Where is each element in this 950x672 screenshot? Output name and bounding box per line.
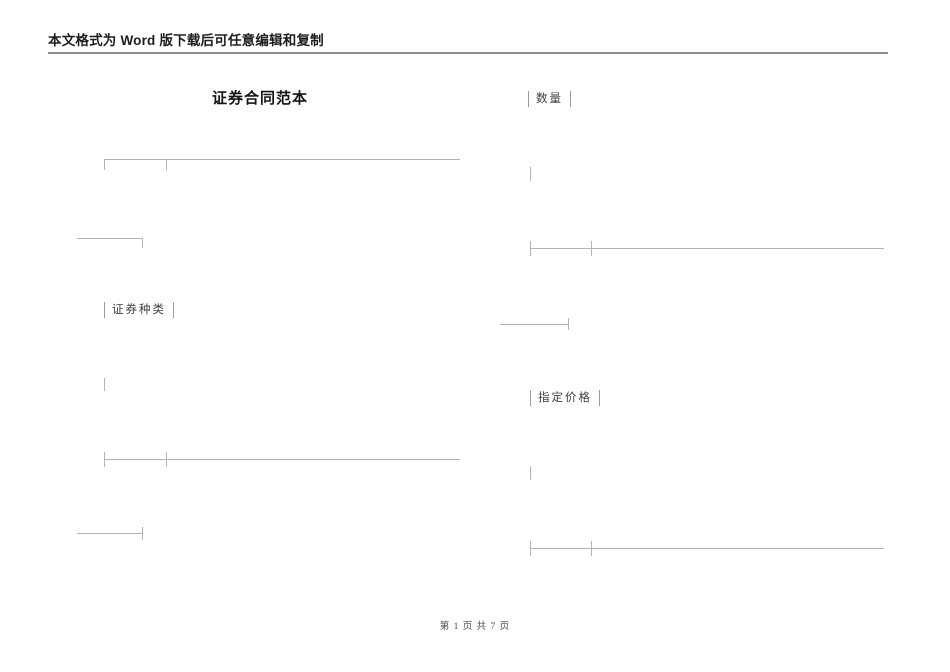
table-rule-vertical — [530, 466, 531, 480]
header-divider — [48, 52, 888, 54]
table-rule-horizontal — [104, 459, 460, 460]
table-rule-vertical — [166, 159, 167, 170]
table-rule-vertical — [591, 241, 592, 256]
table-rule-vertical — [142, 238, 143, 248]
table-rule-horizontal — [530, 548, 884, 549]
field-label-designated-price: 指定价格 — [530, 390, 600, 406]
page-footer: 第 1 页 共 7 页 — [439, 622, 511, 632]
table-rule-vertical — [591, 541, 592, 556]
table-rule-vertical — [568, 318, 569, 330]
table-rule-vertical — [530, 241, 531, 256]
header-note: 本文格式为 Word 版下载后可任意编辑和复制 — [48, 33, 324, 48]
field-label-quantity: 数量 — [528, 91, 571, 107]
table-rule-vertical — [530, 167, 531, 181]
table-rule-vertical — [142, 527, 143, 540]
table-rule-vertical — [166, 452, 167, 467]
table-rule-vertical — [104, 452, 105, 467]
page-title: 证券合同范本 — [211, 90, 308, 107]
document-header: 本文格式为 Word 版下载后可任意编辑和复制 — [48, 33, 888, 54]
table-rule-vertical — [104, 378, 105, 391]
table-rule-vertical — [104, 159, 105, 170]
table-rule-horizontal — [77, 238, 142, 239]
table-rule-vertical — [530, 541, 531, 556]
table-rule-horizontal — [530, 248, 884, 249]
table-rule-horizontal — [104, 159, 460, 160]
table-rule-horizontal — [500, 324, 568, 325]
field-label-security-type: 证券种类 — [104, 302, 174, 318]
table-rule-horizontal — [77, 533, 142, 534]
